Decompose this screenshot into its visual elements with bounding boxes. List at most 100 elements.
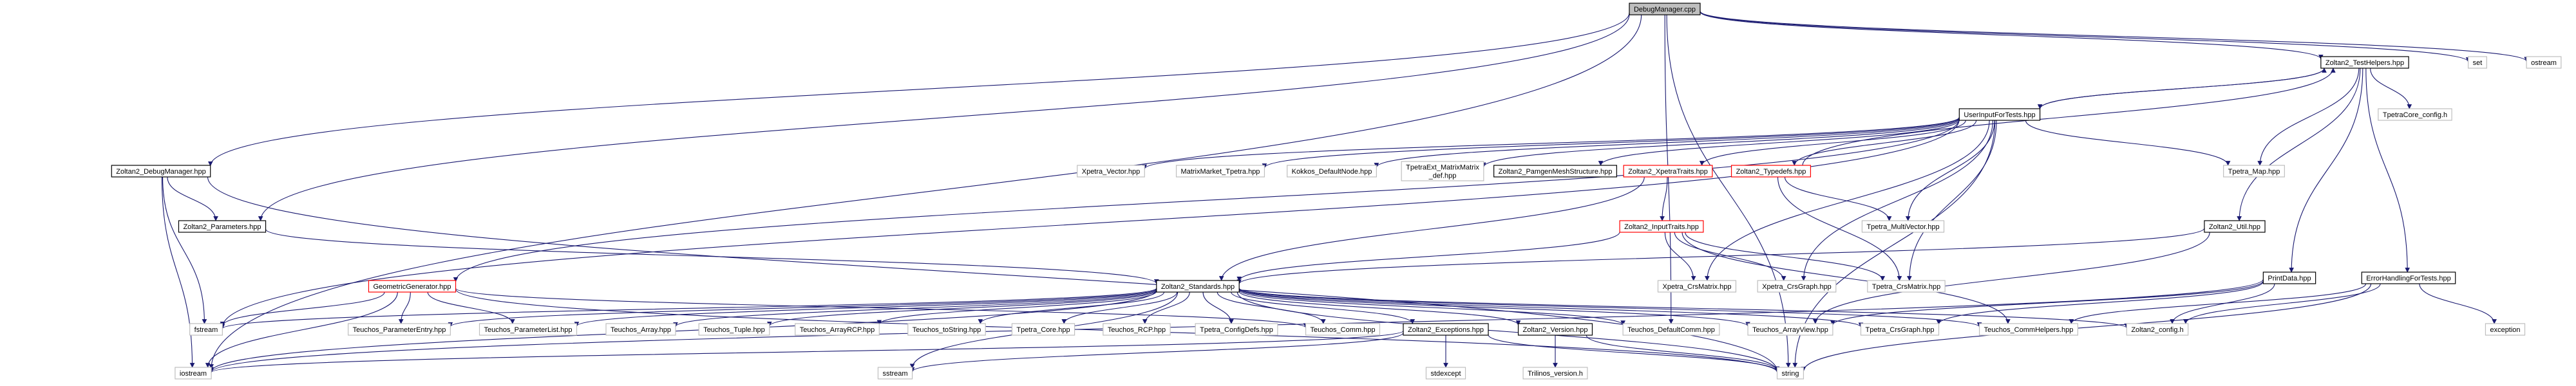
node-label: Zoltan2_Typedefs.hpp <box>1736 168 1806 176</box>
node-box <box>2485 323 2526 336</box>
node-matrixmarket[interactable]: MatrixMarket_Tpetra.hpp <box>1175 165 1265 178</box>
node-testhelpers[interactable]: Zoltan2_TestHelpers.hpp <box>2320 56 2409 69</box>
node-label: Kokkos_DefaultNode.hpp <box>1292 168 1372 176</box>
edge-standards-to-teuchos-comm <box>1217 291 1326 324</box>
node-fstream[interactable]: fstream <box>189 323 223 336</box>
node-box <box>1776 367 1804 380</box>
node-teuchos-parameterlist[interactable]: Teuchos_ParameterList.hpp <box>478 323 578 336</box>
node-box <box>1156 280 1240 293</box>
node-sstream[interactable]: sstream <box>877 367 913 380</box>
node-box <box>1522 367 1588 380</box>
node-label: sstream <box>882 370 907 378</box>
node-userinput[interactable]: UserInputForTests.hpp <box>1958 108 2041 121</box>
edge-geometricgenerator-to-teuchos-comm <box>455 288 1309 329</box>
edge-typedefs-to-tpetra-crsmatrix <box>1777 176 1902 281</box>
node-errorhandling[interactable]: ErrorHandlingForTests.hpp <box>2361 271 2456 284</box>
node-label: MatrixMarket_Tpetra.hpp <box>1181 168 1260 176</box>
node-teuchos-commhelpers[interactable]: Teuchos_CommHelpers.hpp <box>1979 323 2078 336</box>
node-pamgen[interactable]: Zoltan2_PamgenMeshStructure.hpp <box>1493 165 1617 178</box>
node-teuchos-tostring[interactable]: Teuchos_toString.hpp <box>907 323 986 336</box>
node-label: DebugManager.cpp <box>1634 6 1696 14</box>
node-label: Zoltan2_config.h <box>2131 326 2183 334</box>
node-standards[interactable]: Zoltan2_Standards.hpp <box>1156 280 1240 293</box>
node-parameters[interactable]: Zoltan2_Parameters.hpp <box>178 220 267 233</box>
node-debugmanager-cpp[interactable]: DebugManager.cpp <box>1629 3 1701 15</box>
node-tpetra-configdefs[interactable]: Tpetra_ConfigDefs.hpp <box>1195 323 1278 336</box>
node-teuchos-defaultcomm[interactable]: Teuchos_DefaultComm.hpp <box>1622 323 1720 336</box>
node-box <box>1958 108 2041 121</box>
edge-testhelpers-to-printdata <box>2289 68 2363 273</box>
node-teuchos-tuple[interactable]: Teuchos_Tuple.hpp <box>698 323 770 336</box>
node-xpetra-vector[interactable]: Xpetra_Vector.hpp <box>1077 165 1145 178</box>
edge-standards-to-tpetra-crsgraph <box>1238 288 1864 328</box>
node-zdebugmanager[interactable]: Zoltan2_DebugManager.hpp <box>111 165 211 178</box>
node-teuchos-parameterentry[interactable]: Teuchos_ParameterEntry.hpp <box>348 323 451 336</box>
node-label: exception <box>2490 326 2520 334</box>
node-printdata[interactable]: PrintData.hpp <box>2262 271 2316 284</box>
node-label: Zoltan2_TestHelpers.hpp <box>2325 59 2404 67</box>
node-teuchos-rcp[interactable]: Teuchos_RCP.hpp <box>1103 323 1171 336</box>
node-xpetratraits[interactable]: Zoltan2_XpetraTraits.hpp <box>1623 165 1713 178</box>
node-trilinos-version[interactable]: Trilinos_version.h <box>1522 367 1588 380</box>
node-zexceptions[interactable]: Zoltan2_Exceptions.hpp <box>1403 323 1489 336</box>
edge-xpetratraits-to-inputtraits <box>1660 176 1668 221</box>
node-inputtraits[interactable]: Zoltan2_InputTraits.hpp <box>1619 220 1704 233</box>
edge-util-to-teuchos-arrayview <box>1813 232 2210 324</box>
edge-testhelpers-to-tpetra-map <box>2257 68 2360 166</box>
node-teuchos-comm[interactable]: Teuchos_Comm.hpp <box>1305 323 1381 336</box>
node-box <box>1077 165 1145 178</box>
edges-layer <box>161 10 2529 373</box>
node-teuchos-arrayview[interactable]: Teuchos_ArrayView.hpp <box>1747 323 1833 336</box>
edge-userinput-to-typedefs <box>1792 120 1977 166</box>
edge-xpetratraits-to-standards <box>1218 176 1645 281</box>
node-ostream[interactable]: ostream <box>2526 56 2562 69</box>
node-label: fstream <box>194 326 218 334</box>
node-geometricgenerator[interactable]: GeometricGenerator.hpp <box>368 280 457 293</box>
node-string[interactable]: string <box>1776 367 1804 380</box>
node-label: TpetraCore_config.h <box>2383 111 2447 119</box>
node-box <box>189 323 223 336</box>
node-typedefs[interactable]: Zoltan2_Typedefs.hpp <box>1730 165 1812 178</box>
node-tpetracore-config[interactable]: TpetraCore_config.h <box>2378 108 2452 121</box>
edge-testhelpers-to-errorhandling <box>2365 68 2410 273</box>
node-box <box>1517 323 1593 336</box>
edge-standards-to-teuchos-arrayview <box>1238 289 1750 327</box>
edge-userinput-to-tpetra-map <box>2025 120 2231 166</box>
node-xpetra-crsgraph[interactable]: Xpetra_CrsGraph.hpp <box>1757 280 1837 293</box>
node-zversion[interactable]: Zoltan2_Version.hpp <box>1517 323 1593 336</box>
node-label: ostream <box>2531 59 2557 67</box>
node-xpetra-crsmatrix[interactable]: Xpetra_CrsMatrix.hpp <box>1657 280 1737 293</box>
edge-standards-to-teuchos-rcp <box>1142 291 1190 324</box>
node-label: Xpetra_CrsGraph.hpp <box>1762 283 1832 291</box>
node-label: Teuchos_CommHelpers.hpp <box>1984 326 2074 334</box>
node-tpetra-crsmatrix[interactable]: Tpetra_CrsMatrix.hpp <box>1867 280 1946 293</box>
node-teuchos-array[interactable]: Teuchos_Array.hpp <box>605 323 676 336</box>
node-box <box>698 323 770 336</box>
edge-standards-to-zversion <box>1238 291 1521 326</box>
node-label: Zoltan2_DebugManager.hpp <box>116 168 205 176</box>
node-set[interactable]: set <box>2468 56 2487 69</box>
node-label: PrintData.hpp <box>2268 275 2311 282</box>
node-exception[interactable]: exception <box>2485 323 2526 336</box>
node-kokkos-node[interactable]: Kokkos_DefaultNode.hpp <box>1287 165 1377 178</box>
node-tpetra-map[interactable]: Tpetra_Map.hpp <box>2223 165 2285 178</box>
edge-userinput-to-geometricgenerator <box>453 118 1960 282</box>
node-util[interactable]: Zoltan2_Util.hpp <box>2204 220 2266 233</box>
node-box <box>1493 165 1617 178</box>
node-tpetra-multivector[interactable]: Tpetra_MultiVector.hpp <box>1861 220 1945 233</box>
node-tpetraext[interactable]: TpetraExt_MatrixMatrix_def.hpp <box>1401 161 1484 181</box>
node-label: Zoltan2_InputTraits.hpp <box>1624 223 1699 231</box>
node-teuchos-arrayrcp[interactable]: Teuchos_ArrayRCP.hpp <box>795 323 880 336</box>
node-stdexcept[interactable]: stdexcept <box>1425 367 1466 380</box>
node-box <box>1103 323 1171 336</box>
edge-testhelpers-to-tpetracore-config <box>2370 68 2412 109</box>
node-box <box>2223 165 2285 178</box>
node-iostream[interactable]: iostream <box>175 367 212 380</box>
edge-testhelpers-to-util <box>2237 68 2361 221</box>
node-tpetra-crsgraph[interactable]: Tpetra_CrsGraph.hpp <box>1860 323 1940 336</box>
edge-userinput-to-tpetra-multivector <box>1905 120 1995 221</box>
node-zconfig[interactable]: Zoltan2_config.h <box>2126 323 2189 336</box>
node-tpetra-core[interactable]: Tpetra_Core.hpp <box>1011 323 1075 336</box>
edge-printdata-to-teuchos-arrayview <box>1830 280 2264 326</box>
node-box <box>2204 220 2266 233</box>
